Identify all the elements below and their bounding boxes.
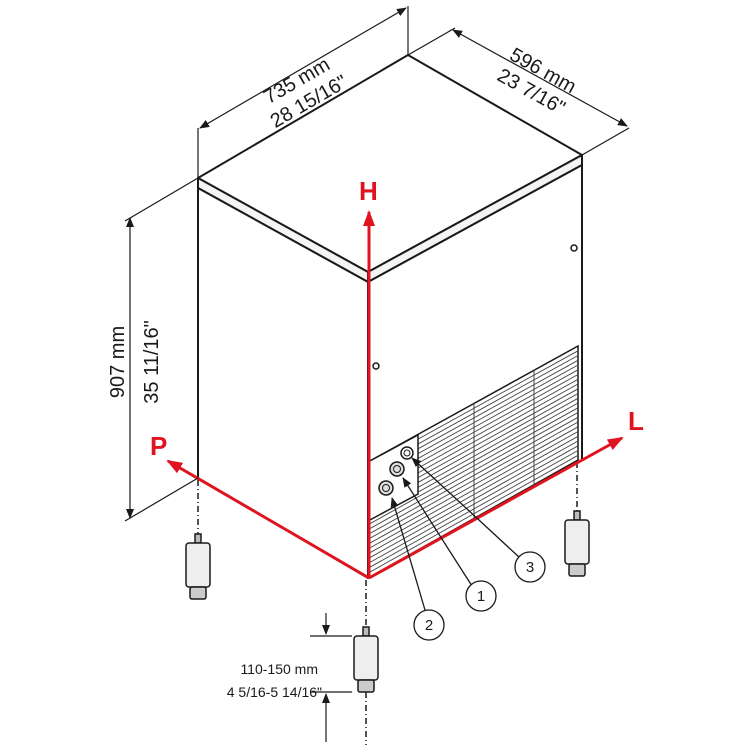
callout-1: 1 xyxy=(465,580,497,612)
grille-slat xyxy=(367,445,579,564)
foot-left xyxy=(185,480,211,600)
grille-slat xyxy=(367,416,579,535)
callout-2: 2 xyxy=(413,609,445,641)
screw-dot-left xyxy=(372,362,380,370)
depth-dimension xyxy=(407,27,630,156)
grille-slat xyxy=(367,407,579,526)
grille-slat xyxy=(367,421,579,540)
callout-2-label: 2 xyxy=(425,617,433,634)
foot-right xyxy=(564,462,590,577)
callout-3: 3 xyxy=(514,551,546,583)
grille-slat xyxy=(367,426,579,545)
grille-slat xyxy=(367,431,579,550)
callout-leaders xyxy=(390,457,521,611)
foot-front xyxy=(353,580,379,745)
connector-2-icon xyxy=(378,480,394,496)
connector-1-icon xyxy=(389,461,405,477)
axis-lines xyxy=(166,210,624,580)
screw-dot-right xyxy=(570,244,578,252)
axis-p-line xyxy=(166,459,370,580)
foot-dimension xyxy=(310,613,352,742)
axis-l-label: L xyxy=(628,406,644,436)
grille-slat xyxy=(367,450,579,569)
grille-slat xyxy=(367,412,579,531)
height-metric-label: 907 mm xyxy=(107,326,129,398)
axis-h-label: H xyxy=(359,176,378,206)
connector-3-icon xyxy=(400,446,414,460)
callout-3-label: 3 xyxy=(526,559,534,576)
height-dimension xyxy=(124,177,199,522)
height-imperial-label: 35 11/16" xyxy=(141,320,163,403)
axis-p-label: P xyxy=(150,431,167,461)
grille-slat xyxy=(367,440,579,560)
width-dimension xyxy=(197,6,409,178)
axis-l-line xyxy=(368,436,624,580)
foot-imperial-label: 4 5/16-5 14/16" xyxy=(227,684,322,700)
callout-1-label: 1 xyxy=(477,588,485,605)
foot-metric-label: 110-150 mm xyxy=(240,661,318,677)
